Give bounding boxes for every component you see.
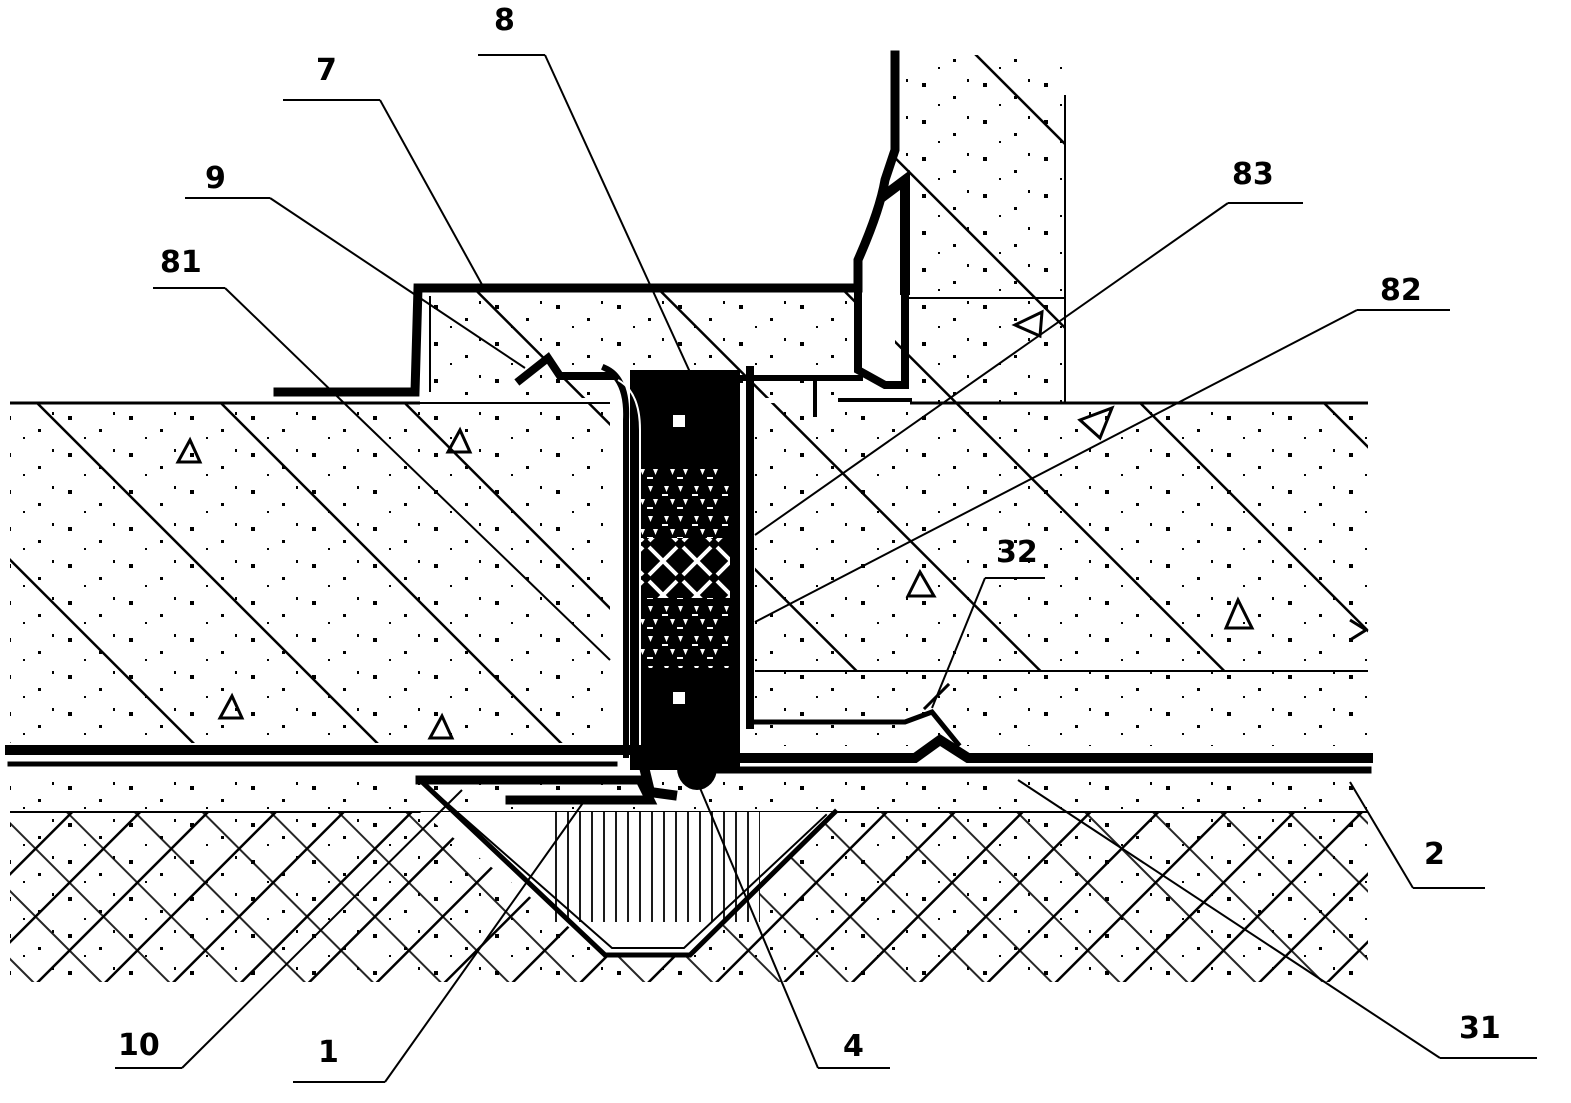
label-32: 32 <box>996 535 1038 570</box>
joint-filler <box>563 364 754 800</box>
label-4: 4 <box>843 1029 864 1064</box>
joint-trench <box>416 776 839 958</box>
label-7: 7 <box>316 53 337 88</box>
label-31: 31 <box>1459 1011 1501 1046</box>
callout-labels: 8 7 9 81 83 82 32 2 31 4 1 10 <box>118 3 1501 1070</box>
label-81: 81 <box>160 245 202 280</box>
top-membrane <box>273 50 912 417</box>
right-mortar-layer <box>755 670 1368 746</box>
label-2: 2 <box>1424 837 1445 872</box>
label-83: 83 <box>1232 157 1274 192</box>
label-1: 1 <box>318 1035 339 1070</box>
label-8: 8 <box>494 3 515 38</box>
left-slab <box>10 401 610 743</box>
label-82: 82 <box>1380 273 1422 308</box>
bottom-membrane <box>5 682 1373 805</box>
right-slab <box>755 401 1369 671</box>
label-10: 10 <box>118 1028 160 1063</box>
leader-lines <box>115 54 1537 1083</box>
upper-wall <box>895 55 1115 441</box>
label-9: 9 <box>205 161 226 196</box>
